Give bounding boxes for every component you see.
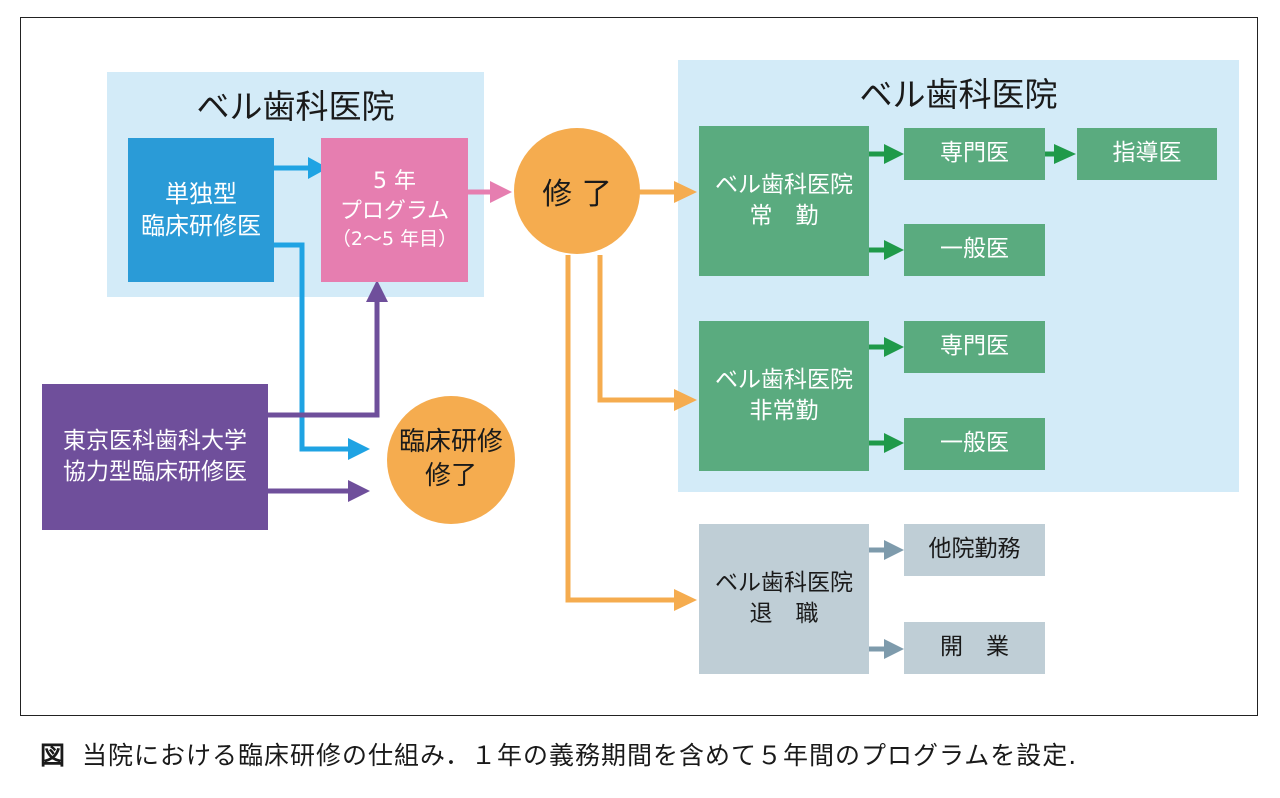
figure-caption: 図当院における臨床研修の仕組み．１年の義務期間を含めて５年間のプログラムを設定.: [40, 736, 1077, 772]
left-panel-title: ベル歯科医院: [196, 87, 395, 126]
arrow-completion-to-parttime: [597, 255, 678, 403]
right-panel-title: ベル歯科医院: [859, 75, 1058, 114]
instructor-box: 指導医: [1077, 128, 1217, 180]
arrow-tmdu-to-program: [268, 300, 380, 418]
figure-frame: [20, 17, 1258, 716]
program-line3: （2～5 年目）: [331, 227, 458, 250]
fulltime-line2: 常 勤: [749, 203, 819, 229]
instructor-label: 指導医: [1112, 140, 1182, 167]
program-box: 5 年 プログラム （2～5 年目）: [321, 138, 468, 282]
retire-line2: 退 職: [749, 601, 819, 627]
other-clinic-box: 他院勤務: [904, 524, 1045, 576]
tmdu-resident-line2: 協力型臨床研修医: [63, 459, 247, 485]
arrow-solo-to-training-complete: [274, 242, 352, 452]
open-practice-box: 開 業: [904, 622, 1045, 674]
fulltime-specialist-box: 専門医: [904, 128, 1045, 180]
training-complete-line1: 臨床研修: [398, 427, 503, 458]
completion-label: 修 了: [542, 177, 612, 212]
fulltime-specialist-label: 専門医: [940, 140, 1009, 167]
parttime-general-box: 一般医: [904, 418, 1045, 470]
retire-box: ベル歯科医院 退 職: [699, 524, 869, 674]
program-line1: 5 年: [373, 169, 416, 195]
retire-line1: ベル歯科医院: [715, 569, 853, 596]
training-complete-line2: 修了: [424, 461, 477, 491]
fulltime-general-box: 一般医: [904, 224, 1045, 276]
completion-circle: 修 了: [514, 128, 640, 254]
tmdu-resident-box: 東京医科歯科大学 協力型臨床研修医: [42, 384, 268, 530]
other-clinic-label: 他院勤務: [928, 536, 1021, 563]
open-practice-label: 開 業: [940, 634, 1009, 661]
arrow-completion-to-retire: [565, 255, 678, 603]
solo-resident-line1: 単独型: [165, 179, 237, 208]
program-line2: プログラム: [339, 199, 450, 225]
fulltime-general-label: 一般医: [940, 236, 1009, 263]
caption-label: 図: [40, 741, 67, 770]
training-complete-circle: 臨床研修 修了: [387, 396, 515, 524]
parttime-general-label: 一般医: [940, 430, 1009, 457]
parttime-box: ベル歯科医院 非常勤: [699, 321, 869, 471]
caption-text: 当院における臨床研修の仕組み．１年の義務期間を含めて５年間のプログラムを設定.: [82, 741, 1078, 770]
solo-resident-box: 単独型 臨床研修医: [128, 138, 274, 282]
parttime-specialist-box: 専門医: [904, 321, 1045, 373]
parttime-line1: ベル歯科医院: [715, 366, 853, 393]
solo-resident-line2: 臨床研修医: [141, 212, 261, 240]
parttime-specialist-label: 専門医: [940, 333, 1009, 360]
tmdu-resident-line1: 東京医科歯科大学: [63, 427, 247, 454]
parttime-line2: 非常勤: [749, 398, 819, 424]
fulltime-line1: ベル歯科医院: [715, 171, 853, 198]
fulltime-box: ベル歯科医院 常 勤: [699, 126, 869, 276]
